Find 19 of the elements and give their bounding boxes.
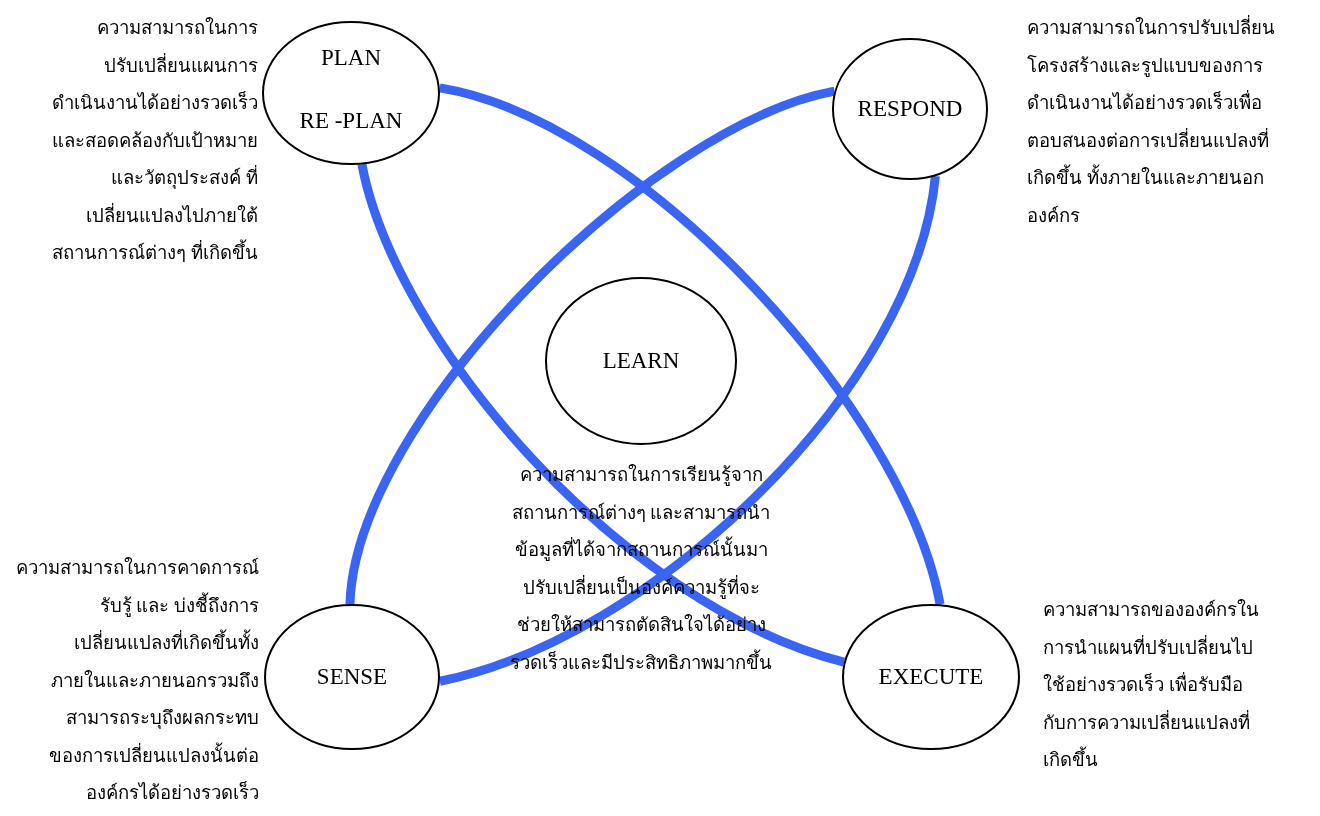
node-label: SENSE [315,664,389,690]
curved-connector [357,163,846,667]
node-label: RESPOND [856,96,964,122]
description-text: ความสามารถในการปรับเปลี่ยน โครงสร้างและรูปแบบของการ ดำเนินงานได้อย่างรวดเร็วเพื่อ ตอบสนองต่อการเปลี่ยนแปลงที่ เกิดขึ้น ทั้งภายในและภายนอก องค์กร [1027,10,1317,235]
node-label: PLAN [319,45,383,71]
curved-connector [438,175,940,686]
learn-circle [545,277,737,445]
curved-connector [345,86,836,605]
description-text: ความสามารถในการคาดการณ์ รับรู้ และ บ่งชี้ถึงการ เปลี่ยนแปลงที่เกิดขึ้นทั้ง ภายในและภายนอกรวมถึง สามารถระบุถึงผลกระทบ ของการเปลี่ยนแปลงนั้นต่อ องค์กรได้อย่างรวดเร็ว [15,556,259,805]
sense-circle [264,604,440,750]
respond-circle [832,38,988,180]
curved-connector [438,83,945,606]
execute-circle [842,604,1020,750]
description-text: ความสามารถขององค์กรใน การนำแผนที่ปรับเปลี่ยนไป ใช้อย่างรวดเร็ว เพื่อรับมือ กับการความเปลี่ยนแปลงที่ เกิดขึ้น [1043,598,1260,772]
node-label: RE -PLAN [298,108,404,134]
description-text: ความสามารถในการ ปรับเปลี่ยนแผนการ ดำเนินงานได้อย่างรวดเร็ว และสอดคล้องกับเป้าหมาย และวัตถุประสงค์ ที่ เปลี่ยนแปลงไปภายใต้ สถานการณ์ต่างๆ ที่เกิดขึ้น [51,16,258,265]
node-label: LEARN [601,348,681,374]
node-label: EXECUTE [877,664,985,690]
plan-circle [262,21,440,165]
